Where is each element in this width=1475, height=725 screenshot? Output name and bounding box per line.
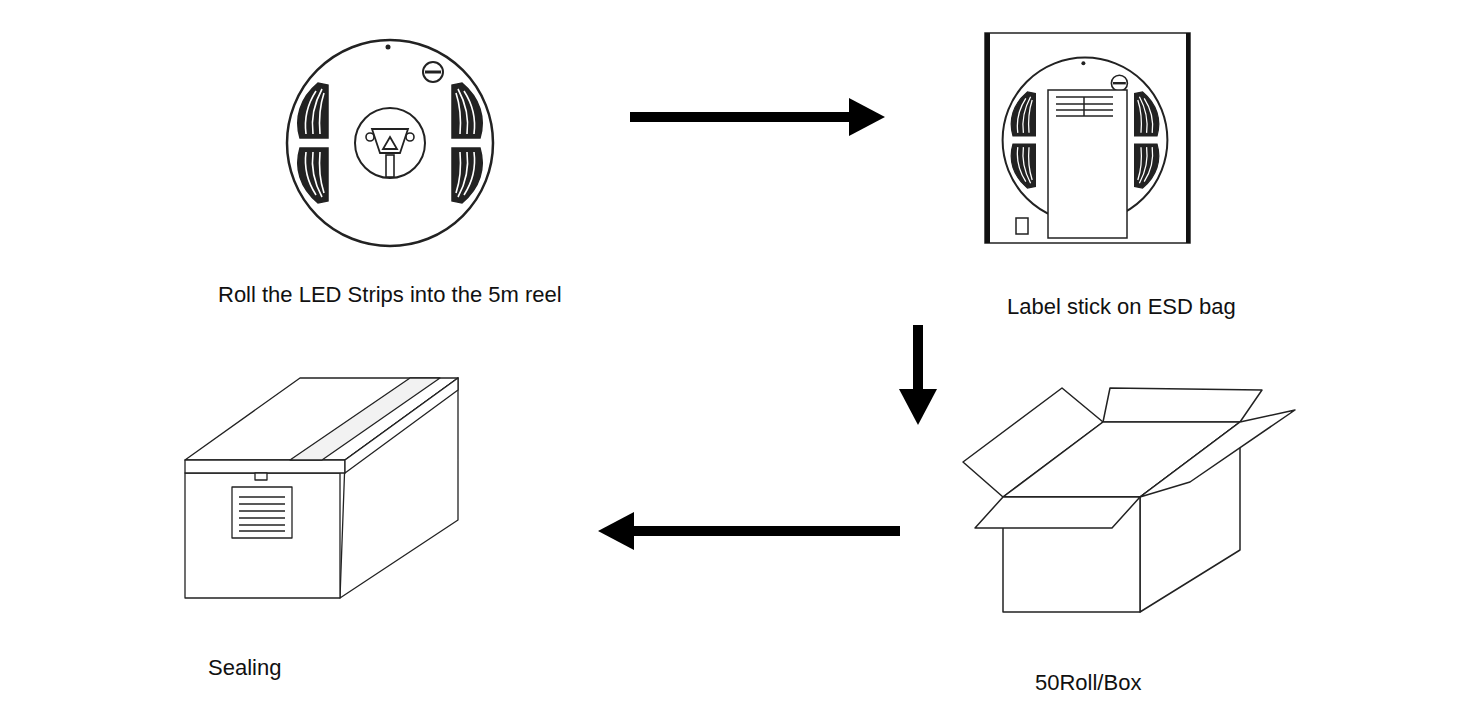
bag-label <box>1048 90 1127 238</box>
tape-tab <box>255 473 267 480</box>
step-node: Roll the LED Strips into the 5m reel <box>215 35 630 325</box>
sealed-box-illustration <box>185 378 458 598</box>
box-flap <box>1140 410 1295 497</box>
box-lid-edge <box>185 460 345 473</box>
box-front <box>185 473 340 598</box>
step-node: Label stick on ESD bag <box>885 30 1285 325</box>
label-lines <box>1056 97 1113 116</box>
reel-illustration <box>287 40 493 246</box>
bag-mark <box>1016 218 1028 234</box>
bag-seal <box>985 33 990 243</box>
bag-seal <box>1186 33 1190 243</box>
flow-arrow <box>630 112 885 122</box>
esd-bag-illustration <box>985 33 1190 243</box>
box-flap <box>1103 388 1262 422</box>
step-caption: Label stick on ESD bag <box>1007 294 1236 320</box>
box-flap <box>975 497 1140 528</box>
open-box-illustration <box>963 388 1295 612</box>
step-node: 50Roll/Box <box>900 425 1300 700</box>
step-caption: Roll the LED Strips into the 5m reel <box>218 282 562 308</box>
box-side <box>340 378 458 598</box>
step-caption: Sealing <box>208 655 281 681</box>
label-lines <box>239 497 285 531</box>
led-reel <box>287 40 493 246</box>
flow-arrow <box>913 325 923 425</box>
step-node: Sealing <box>180 360 598 690</box>
box-label <box>232 487 292 538</box>
esd-bag <box>985 33 1190 243</box>
sealing-tape <box>290 378 440 460</box>
flow-arrow <box>598 526 900 536</box>
step-caption: 50Roll/Box <box>1035 670 1141 696</box>
